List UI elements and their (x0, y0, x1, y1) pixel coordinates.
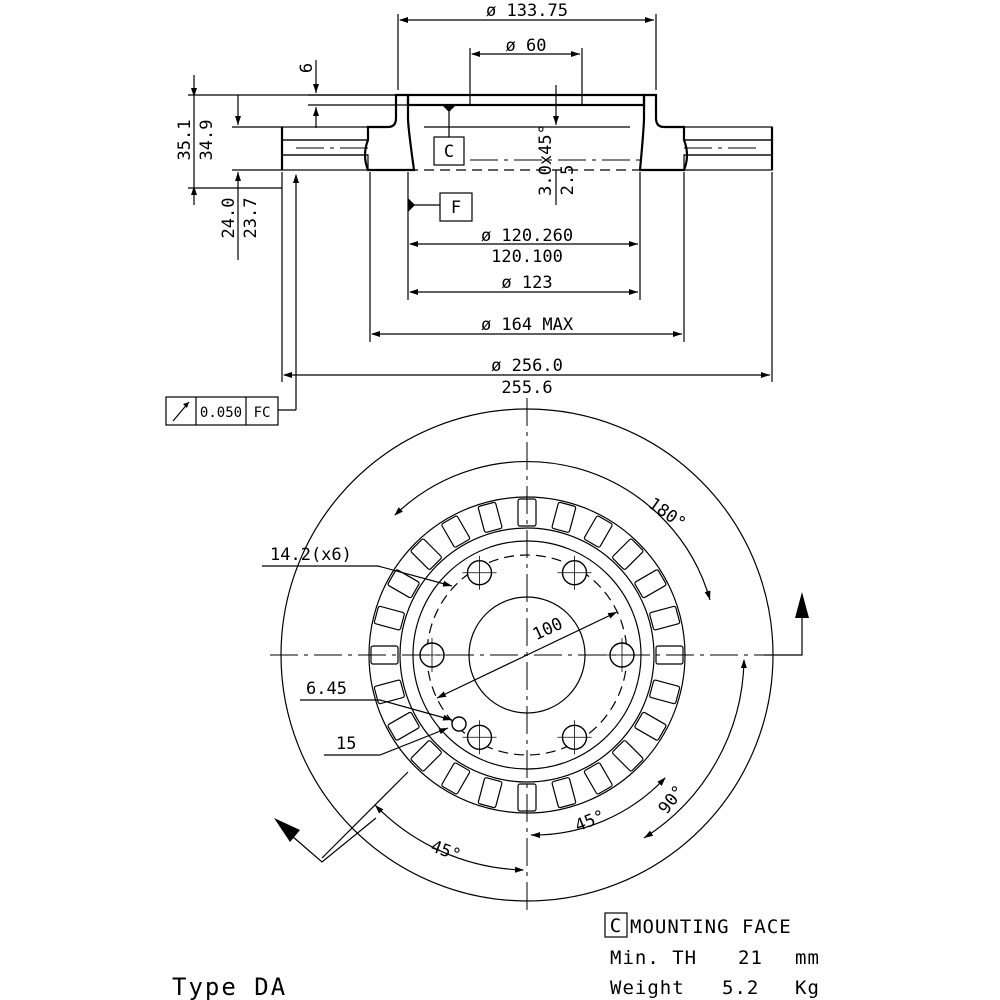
right-hat-wall (638, 93, 689, 172)
dim-164: ø 164 MAX (481, 315, 574, 335)
tolerance-datums: FC (254, 405, 271, 421)
vane-slot (477, 501, 503, 533)
dim-6: 6 (297, 63, 317, 73)
vane-slot (373, 605, 405, 631)
vane-slot (551, 501, 577, 533)
section-view: C F ø 133.75 ø 60 6 35.1 34.9 (165, 1, 774, 426)
tolerance-frame: 0.050 FC (165, 396, 279, 426)
small-dia-label: 6.45 (306, 679, 347, 699)
left-hat-wall (363, 93, 416, 172)
dim-23-7: 23.7 (241, 198, 261, 239)
angle-45-right-label: 45° (572, 806, 608, 836)
runout-arrow-icon (172, 401, 190, 422)
dim-chamfer: 3.0x45° (536, 124, 556, 196)
vane-slot (373, 679, 405, 705)
vane-slot (612, 740, 644, 772)
angle-90-label: 90° (655, 782, 690, 819)
datum-c-label: C (444, 142, 454, 162)
dim-123: ø 123 (501, 273, 552, 293)
dim-255-6: 255.6 (501, 378, 552, 398)
note-min-th-label: Min. TH (610, 947, 697, 969)
note-weight-value: 5.2 (722, 977, 759, 999)
type-label: Type DA (172, 973, 287, 1000)
hole-dia-label: 14.2(x6) (270, 545, 352, 565)
left-friction-ring (280, 126, 369, 171)
vane-slot (649, 605, 681, 631)
pcd-label: 100 (530, 614, 566, 645)
vane-slot (441, 762, 471, 795)
dim-133-75: ø 133.75 (486, 1, 568, 21)
dim-34-9: 34.9 (197, 120, 217, 161)
dim-24-0: 24.0 (219, 198, 239, 239)
rotation-arrow-right-icon (764, 592, 809, 656)
dim-120-260: ø 120.260 (481, 226, 573, 246)
tolerance-value: 0.050 (200, 405, 242, 421)
angle-45-left-label: 45° (428, 837, 464, 866)
note-weight-label: Weight (610, 977, 685, 999)
note-mounting-face: MOUNTING FACE (630, 916, 792, 938)
right-friction-ring (683, 126, 774, 171)
angle-180-label: 180° (644, 494, 689, 534)
vane-slot (410, 740, 442, 772)
locator-hole (451, 716, 467, 732)
note-datum-c: C (610, 915, 622, 937)
front-view: 100 14.2(x6) 6.45 15 180° 90° 45° 45° (262, 398, 809, 915)
datum-f-label: F (451, 198, 461, 218)
vane-slot (649, 679, 681, 705)
notes-block: C MOUNTING FACE Min. TH 21 mm Weight 5.2… (604, 912, 820, 999)
note-min-th-value: 21 (738, 947, 763, 969)
dim-256-0: ø 256.0 (491, 356, 563, 376)
dim-60: ø 60 (506, 36, 547, 56)
rotation-arrow-left-icon (274, 817, 377, 863)
note-min-th-unit: mm (795, 947, 820, 969)
hub-top-plate (406, 93, 646, 107)
dim-35-1: 35.1 (175, 120, 195, 161)
chamfer-dia-label: 15 (336, 734, 356, 754)
dim-120-100: 120.100 (491, 247, 563, 267)
dim-2-5: 2.5 (558, 165, 578, 196)
vane-slot (551, 777, 577, 809)
note-weight-unit: Kg (795, 977, 820, 999)
vane-slot (477, 777, 503, 809)
vane-slot (387, 711, 420, 741)
